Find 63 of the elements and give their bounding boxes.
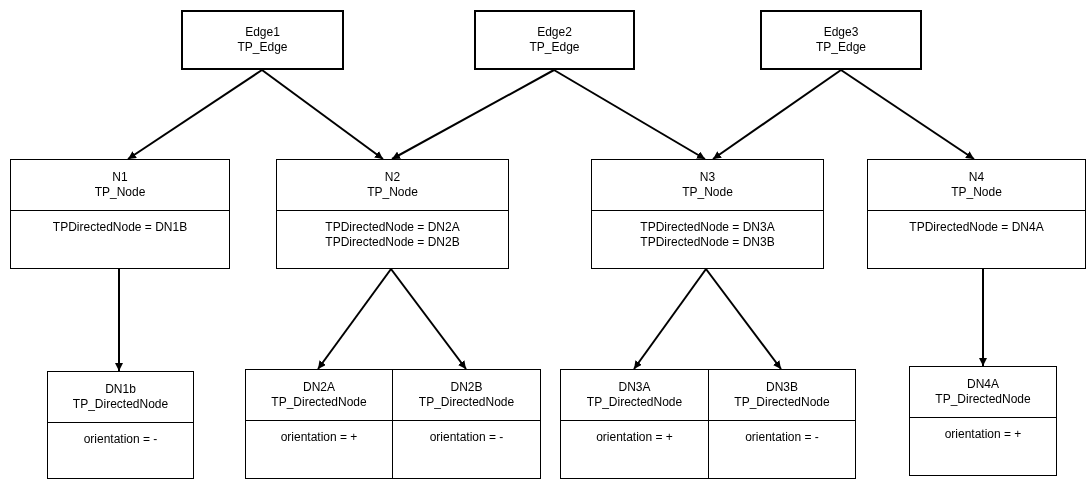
type-label: TP_Edge	[815, 40, 866, 55]
class-box	[245, 369, 393, 479]
class-box	[47, 371, 194, 479]
attribute-text: orientation = +	[596, 430, 673, 445]
type-label: TP_Edge	[237, 40, 288, 55]
class-box	[10, 159, 230, 269]
element-name: N3	[699, 170, 716, 185]
arrow	[979, 268, 987, 367]
attribute-text: orientation = -	[429, 430, 504, 445]
attribute-text: TPDirectedNode = DN3B	[640, 235, 775, 250]
attribute-text: TPDirectedNode = DN2A	[325, 220, 460, 235]
attribute-text: orientation = -	[745, 430, 819, 445]
arrow	[115, 268, 123, 372]
class-box	[909, 366, 1057, 476]
type-label: TP_DirectedNode	[72, 397, 169, 412]
attribute-text: orientation = -	[83, 432, 158, 447]
element-name: DN3A	[618, 380, 651, 395]
arrow	[261, 69, 384, 160]
type-label: TP_DirectedNode	[935, 392, 1031, 407]
element-name: DN2B	[450, 380, 483, 395]
element-name: N4	[968, 170, 985, 185]
type-label: TP_Node	[367, 185, 418, 200]
arrow	[553, 69, 706, 160]
type-label: TP_Node	[94, 185, 146, 200]
attribute-text: TPDirectedNode = DN4A	[909, 220, 1044, 235]
type-label: TP_DirectedNode	[418, 395, 515, 410]
class-box	[181, 10, 344, 70]
arrow	[840, 69, 975, 160]
element-name: DN1b	[105, 382, 136, 397]
class-box	[276, 159, 509, 269]
class-box	[591, 159, 824, 269]
class-box	[760, 10, 922, 70]
element-name: Edge2	[537, 25, 572, 40]
type-label: TP_DirectedNode	[271, 395, 367, 410]
element-name: N2	[384, 170, 401, 185]
element-name: DN2A	[303, 380, 335, 395]
element-name: DN3B	[766, 380, 798, 395]
class-box	[474, 10, 635, 70]
class-box	[560, 369, 709, 479]
arrow	[390, 268, 467, 370]
attribute-text: orientation = +	[944, 427, 1022, 442]
class-box	[392, 369, 541, 479]
attribute-text: TPDirectedNode = DN3A	[640, 220, 775, 235]
attribute-text: orientation = +	[280, 430, 358, 445]
class-box	[867, 159, 1086, 269]
element-name: N1	[112, 170, 128, 185]
element-name: DN4A	[967, 377, 999, 392]
element-name: Edge3	[823, 25, 859, 40]
attribute-text: TPDirectedNode = DN1B	[52, 220, 188, 235]
type-label: TP_Node	[682, 185, 733, 200]
class-box	[708, 369, 856, 479]
arrow	[127, 69, 263, 160]
element-name: Edge1	[245, 25, 280, 40]
arrow	[391, 69, 555, 160]
type-label: TP_DirectedNode	[586, 395, 683, 410]
attribute-text: TPDirectedNode = DN2B	[325, 235, 460, 250]
arrow	[712, 69, 842, 160]
arrow	[633, 268, 707, 370]
arrow	[317, 268, 392, 370]
type-label: TP_DirectedNode	[734, 395, 830, 410]
type-label: TP_Node	[951, 185, 1002, 200]
arrow	[705, 268, 782, 370]
type-label: TP_Edge	[529, 40, 580, 55]
